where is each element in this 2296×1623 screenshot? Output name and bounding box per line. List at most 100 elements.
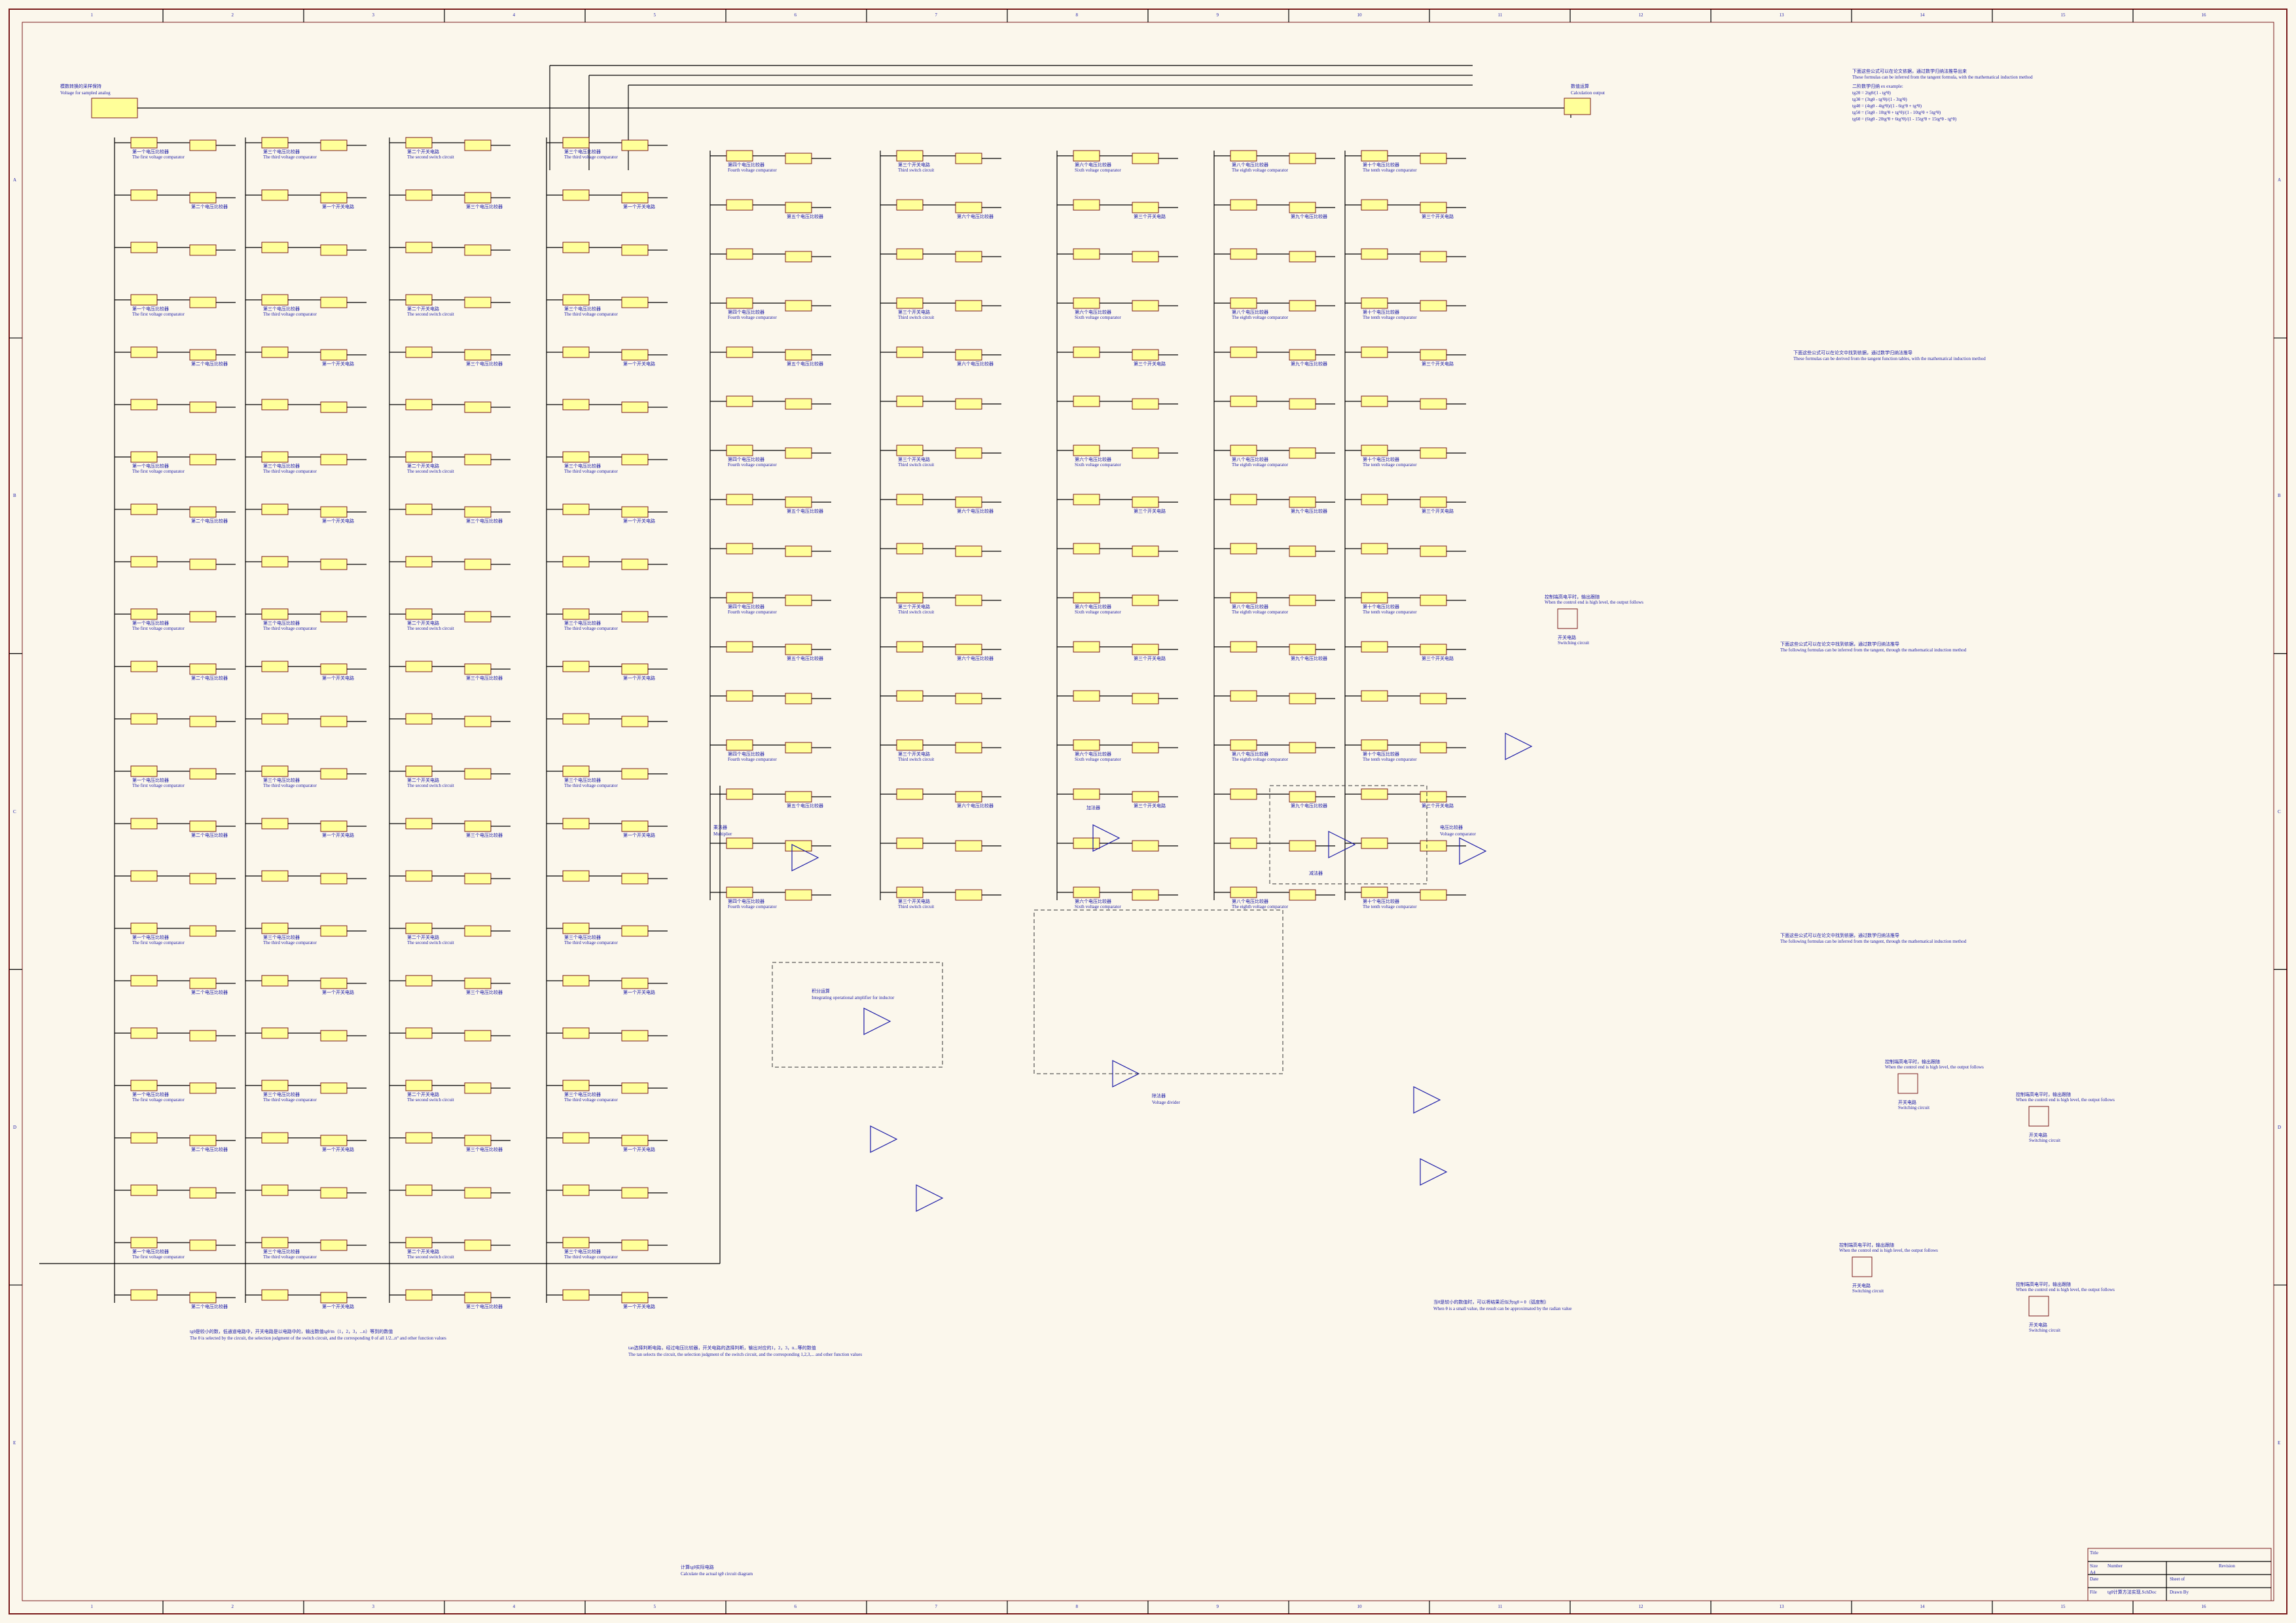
comparator-label-en: Sixth voltage comparator bbox=[1075, 610, 1121, 615]
comparator-label-en: The second switch circuit bbox=[407, 1097, 454, 1103]
comparator-block bbox=[1073, 543, 1100, 555]
comparator-block bbox=[261, 399, 289, 410]
switch-block bbox=[1420, 251, 1447, 263]
comparator-block bbox=[261, 975, 289, 987]
comparator-label: 第三个开关电路 bbox=[898, 457, 930, 462]
switch-label: 第九个电压比较器 bbox=[1291, 656, 1327, 661]
switch-block bbox=[189, 663, 217, 675]
comparator-label: 第八个电压比较器 bbox=[1232, 899, 1268, 904]
switch-block bbox=[320, 663, 348, 675]
switch-block bbox=[955, 791, 982, 803]
switch-block bbox=[189, 1135, 217, 1146]
comparator-block bbox=[1073, 641, 1100, 653]
switch-block bbox=[955, 840, 982, 852]
comparator-opamp bbox=[1459, 837, 1487, 865]
comparator-label: 第三个电压比较器 bbox=[564, 1249, 601, 1254]
switch-block bbox=[320, 1030, 348, 1042]
subtractor-opamp bbox=[1328, 831, 1356, 858]
comparator-block bbox=[405, 1080, 433, 1091]
switch-label: 第三个开关电路 bbox=[1422, 509, 1454, 514]
comparator-label-en: Third switch circuit bbox=[898, 315, 935, 320]
sample-hold-label-en: Voltage for sampled analog bbox=[60, 90, 111, 96]
comparator-label-en: Fourth voltage comparator bbox=[728, 757, 777, 762]
comparator-label-en: The second switch circuit bbox=[407, 469, 454, 474]
comparator-label: 第三个开关电路 bbox=[898, 162, 930, 168]
switch-block bbox=[1420, 447, 1447, 459]
switch-block bbox=[320, 506, 348, 518]
comparator-block bbox=[562, 922, 590, 934]
switch-block bbox=[189, 1082, 217, 1094]
switch-block bbox=[320, 244, 348, 256]
col-label-top: 4 bbox=[512, 12, 516, 18]
integrator-opamp bbox=[863, 1008, 891, 1035]
formula-line: 二阶数学归纳 ex example: bbox=[1852, 84, 1903, 89]
switch-block bbox=[955, 447, 982, 459]
switch-block bbox=[464, 297, 492, 308]
comparator-block bbox=[726, 297, 753, 309]
switch-block bbox=[955, 153, 982, 164]
comparator-block bbox=[562, 346, 590, 358]
comparator-block bbox=[1230, 641, 1257, 653]
switch-block bbox=[320, 1082, 348, 1094]
col-label-bottom: 15 bbox=[2060, 1604, 2066, 1609]
comparator-block bbox=[405, 1132, 433, 1144]
comparator-block bbox=[726, 150, 753, 162]
formula-line: tg4θ = (4tgθ - 4tg³θ)/(1 - 6tg²θ + tg⁴θ) bbox=[1852, 103, 1922, 109]
switch-block bbox=[621, 454, 649, 465]
switch-transistor-block bbox=[1852, 1256, 1873, 1277]
comparator-label: 第十个电压比较器 bbox=[1363, 899, 1399, 904]
switch-block bbox=[785, 300, 812, 312]
comparator-block bbox=[896, 395, 924, 407]
switch-block bbox=[464, 1187, 492, 1199]
adder-label: 加法器 bbox=[1086, 805, 1100, 811]
switch-label: 第六个电压比较器 bbox=[957, 509, 994, 514]
switch-block bbox=[1420, 496, 1447, 508]
switch-block bbox=[1132, 644, 1159, 655]
comparator-block bbox=[896, 150, 924, 162]
switch-transistor-block bbox=[1557, 608, 1578, 629]
comparator-opamp-5 bbox=[1420, 1158, 1448, 1186]
formula-line: tg6θ = (6tgθ - 20tg³θ + 6tg⁵θ)/(1 - 15tg… bbox=[1852, 117, 1957, 122]
title-block-drawn: Drawn By bbox=[2170, 1590, 2189, 1595]
multiplier-label-en: Multiplier bbox=[713, 831, 732, 837]
switch-block bbox=[1420, 594, 1447, 606]
switch-block bbox=[464, 139, 492, 151]
switch-label: 第一个开关电路 bbox=[322, 833, 354, 838]
comparator-label: 第三个电压比较器 bbox=[263, 935, 300, 940]
switch-block bbox=[189, 297, 217, 308]
multiplier-label: 乘法器 bbox=[713, 825, 727, 830]
formula-line: tg3θ = (3tgθ - tg³θ)/(1 - 3tg²θ) bbox=[1852, 97, 1907, 102]
switch-block bbox=[189, 244, 217, 256]
col-label-top: 15 bbox=[2060, 12, 2066, 18]
calc-out-block bbox=[1564, 98, 1591, 115]
switch-block bbox=[189, 139, 217, 151]
comparator-block bbox=[1230, 395, 1257, 407]
comparator-block bbox=[1073, 886, 1100, 898]
comparator-block bbox=[1361, 297, 1388, 309]
switch-block bbox=[785, 349, 812, 361]
comparator-label-en: Sixth voltage comparator bbox=[1075, 168, 1121, 173]
note-title: 下面这些公式可以在论文依据，通过数学归纳法推导出来 bbox=[1852, 69, 1967, 74]
switch-block bbox=[1289, 202, 1316, 213]
switch-label: 第九个电压比较器 bbox=[1291, 509, 1327, 514]
comparator-block bbox=[1073, 445, 1100, 456]
comparator-block bbox=[562, 1027, 590, 1039]
note-title: 下面这些公式可以在论文中找到依据，通过数学归纳法推导 bbox=[1780, 642, 1899, 647]
comparator-block bbox=[130, 713, 158, 725]
comparator-block bbox=[130, 818, 158, 830]
switch-block bbox=[1132, 594, 1159, 606]
comparator-label: 第四个电压比较器 bbox=[728, 604, 764, 610]
comparator-block bbox=[130, 1289, 158, 1301]
comparator-block bbox=[726, 739, 753, 751]
switch-block bbox=[464, 611, 492, 623]
note-title: 下面这些公式可以在论文中找到依据，通过数学归纳法推导 bbox=[1780, 933, 1899, 938]
comparator-block bbox=[1073, 346, 1100, 358]
comparator-block bbox=[405, 137, 433, 149]
switch-block bbox=[189, 401, 217, 413]
comparator-block bbox=[261, 503, 289, 515]
subtractor-region bbox=[1269, 785, 1427, 884]
switch-block bbox=[1420, 300, 1447, 312]
comparator-block bbox=[896, 543, 924, 555]
switch-block bbox=[621, 925, 649, 937]
switch-label: 第三个开关电路 bbox=[1422, 214, 1454, 219]
